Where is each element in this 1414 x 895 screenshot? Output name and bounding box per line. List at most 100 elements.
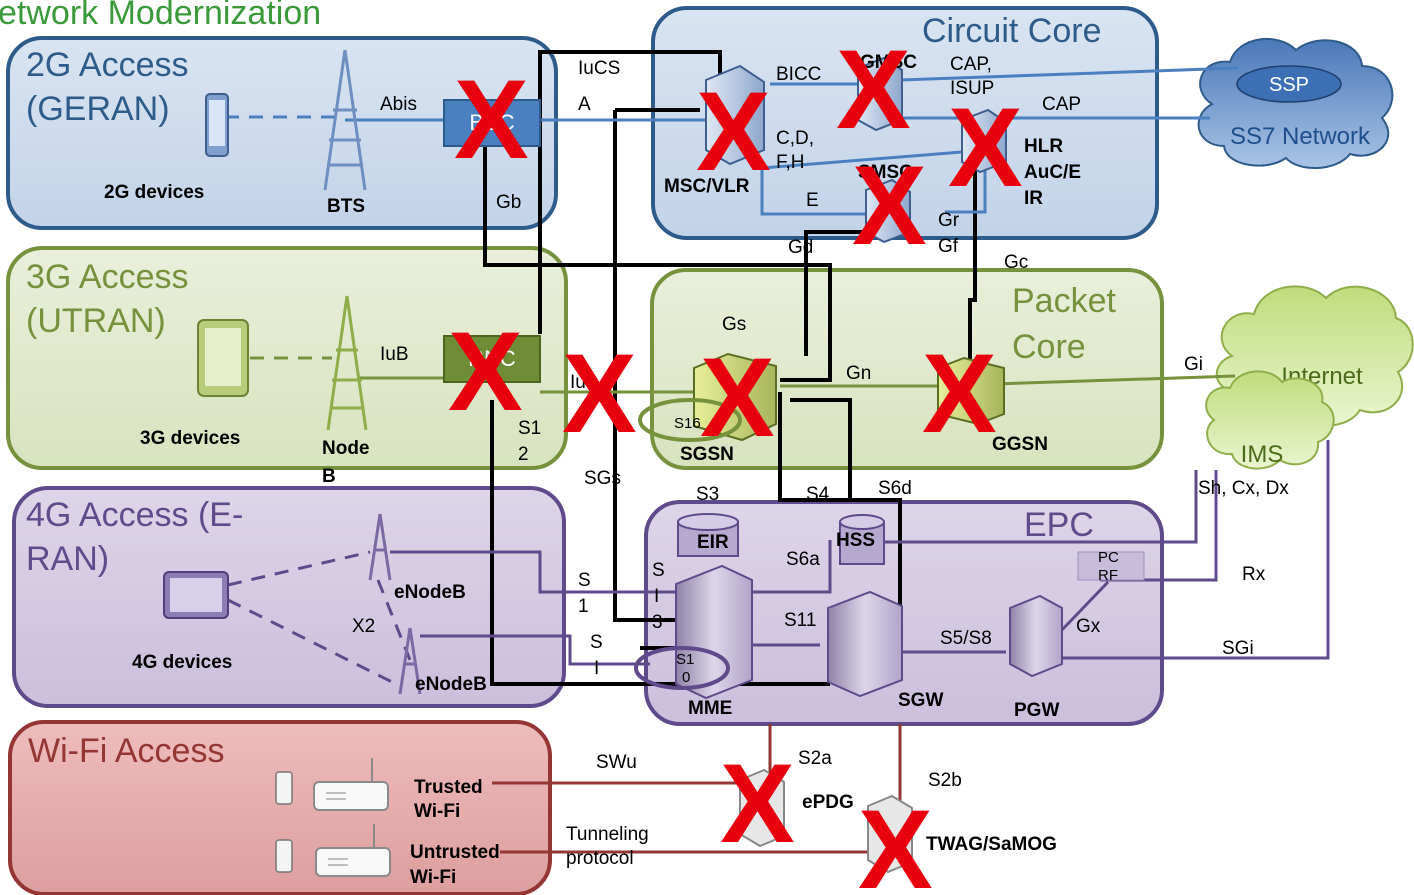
pgw-label: PGW — [1014, 700, 1059, 721]
hss-database-icon — [839, 514, 885, 565]
page-title: etwork Modernization — [0, 0, 321, 32]
3g-devices-label: 3G devices — [140, 428, 240, 449]
bts-label: BTS — [327, 196, 365, 217]
abis-label: Abis — [380, 94, 417, 115]
region-4g-access: 4G Access (E- RAN) — [12, 486, 566, 708]
x-mark-gmsc: X — [836, 27, 911, 152]
s1a-label-line2: 1 — [578, 596, 589, 617]
s13-label-line3: 3 — [652, 612, 663, 633]
iub-label: IuB — [380, 344, 409, 365]
s11-label: S11 — [784, 610, 816, 631]
x-mark-msc: X — [696, 69, 771, 194]
gr-label: Gr — [938, 210, 960, 231]
smsc-server-icon — [865, 178, 911, 244]
ims-cloud: IMS — [1205, 370, 1335, 470]
pgw-server-icon — [1009, 594, 1063, 678]
s4-label: S4 — [806, 484, 830, 505]
region-circuit-core-title: Circuit Core — [922, 12, 1101, 50]
s3-label: S3 — [696, 484, 719, 505]
x-mark-twag: X — [858, 787, 933, 895]
region-wifi-title: Wi-Fi Access — [28, 732, 224, 770]
4g-devices-label: 4G devices — [132, 652, 232, 673]
s16-loop — [638, 398, 742, 442]
s1b-label-line2: I — [594, 658, 599, 679]
decommission-marks: X X X X X X X X X X X — [448, 27, 1023, 895]
region-4g-title-line2: RAN) — [26, 540, 109, 578]
s13-label-line2: I — [654, 586, 659, 607]
hlr-label-line1: HLR — [1024, 136, 1063, 157]
s6a-label: S6a — [786, 549, 820, 570]
s2a-label: S2a — [798, 748, 832, 769]
region-4g-title-line1: 4G Access (E- — [26, 496, 243, 534]
trusted-phone-icon — [275, 771, 293, 805]
enodeb-tower-icon-1 — [368, 513, 392, 581]
x-mark-ggsn: X — [922, 331, 997, 456]
region-packet-core-title-line2: Core — [1012, 328, 1086, 366]
2g-devices-label: 2G devices — [104, 182, 204, 203]
s1b-label-line1: S — [590, 632, 603, 653]
bts-tower-icon — [323, 49, 367, 191]
x-mark-bsc: X — [454, 57, 529, 182]
ssp-label: SSP — [1269, 74, 1309, 96]
x-mark-epdg: X — [720, 741, 795, 866]
gn-label: Gn — [846, 363, 871, 384]
sgw-server-icon — [827, 590, 903, 698]
trusted-router-icon — [313, 758, 389, 811]
pcrf-node — [1077, 551, 1145, 581]
untrusted-wifi-label-line1: Untrusted — [410, 842, 500, 863]
sgs-label: SGs — [584, 468, 621, 489]
rnc-node — [443, 335, 541, 383]
cdfh-label-line2: F,H — [776, 152, 805, 173]
region-2g-title-line1: 2G Access — [26, 46, 189, 84]
gmsc-server-icon — [857, 56, 903, 132]
legacy-links — [483, 50, 977, 686]
bsc-node — [443, 99, 541, 147]
tunneling-label-line1: Tunneling — [566, 824, 649, 845]
bsc-label: BSC — [469, 110, 514, 135]
s10-loop — [634, 646, 730, 690]
rnc-label: RNC — [468, 346, 516, 371]
twag-server-icon — [867, 794, 913, 874]
interface-labels: Abis IuCS A BICC CAP, ISUP CAP C,D, F,H … — [352, 54, 1289, 869]
gf-label: Gf — [938, 236, 959, 257]
tunneling-label-line2: protocol — [566, 848, 634, 869]
4g-device-icon — [163, 571, 229, 619]
pcrf-label-line1: PC — [1098, 549, 1119, 566]
hlr-label-line3: IR — [1024, 188, 1043, 209]
enodeb1-label: eNodeB — [394, 582, 466, 603]
mme-server-icon — [675, 564, 753, 700]
region-2g-title-line2: (GERAN) — [26, 90, 170, 128]
untrusted-wifi-label-line2: Wi-Fi — [410, 867, 456, 888]
gx-label: Gx — [1076, 616, 1101, 637]
2g-phone-icon — [205, 93, 229, 157]
region-epc-title: EPC — [1024, 506, 1094, 544]
ims-label: IMS — [1241, 441, 1284, 468]
x2-label: X2 — [352, 616, 375, 637]
x-mark-rnc: X — [448, 309, 523, 434]
gmsc-label: GMSC — [860, 52, 917, 73]
trusted-wifi-label-line2: Wi-Fi — [414, 801, 460, 822]
cdfh-label-line1: C,D, — [776, 128, 814, 149]
region-2g-access: 2G Access (GERAN) — [6, 36, 558, 230]
msc-vlr-server-icon — [705, 64, 765, 166]
region-3g-title-line2: (UTRAN) — [26, 302, 166, 340]
smsc-label: SMSC — [858, 162, 913, 183]
x-mark-iu: X — [562, 331, 637, 456]
epdg-server-icon — [739, 768, 785, 848]
region-wifi-access: Wi-Fi Access — [8, 720, 552, 895]
enodeb-tower-icon-2 — [398, 627, 422, 695]
eir-label: EIR — [697, 532, 729, 553]
twag-label: TWAG/SaMOG — [926, 834, 1057, 855]
x-mark-hlr: X — [948, 85, 1023, 210]
access-and-core-links — [225, 66, 1239, 394]
cap-isup-label-line1: CAP, — [950, 54, 992, 75]
rx-label: Rx — [1242, 564, 1266, 585]
untrusted-router-icon — [315, 824, 391, 877]
hss-label: HSS — [836, 530, 875, 551]
x-mark-sgsn: X — [700, 335, 775, 460]
cap-isup-label-line2: ISUP — [950, 78, 994, 99]
s12-label-line1: S1 — [518, 418, 541, 439]
region-packet-core-title-line1: Packet — [1012, 282, 1116, 320]
untrusted-phone-icon — [275, 839, 293, 873]
